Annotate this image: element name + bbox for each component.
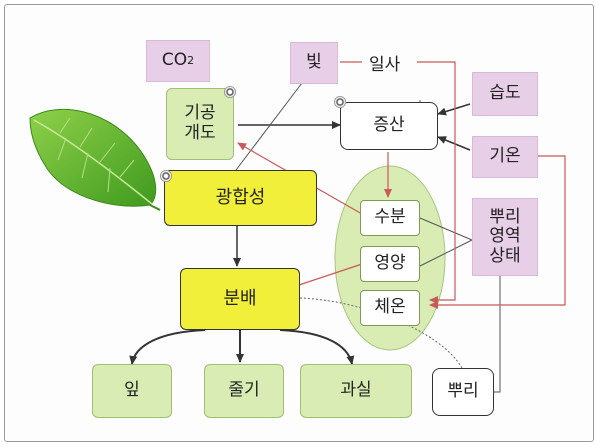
fruit-label: 과실 [340,380,372,401]
moisture-label: 수분 [374,207,406,228]
light-box: 빛 [290,42,338,84]
distribution-label: 분배 [223,287,257,309]
transpiration-marker-icon [334,96,346,108]
root-label: 뿌리 [447,381,479,402]
photosynthesis-box: 광합성 [164,170,317,226]
body-temp-label: 체온 [374,297,406,318]
transpiration-label: 증산 [373,115,405,136]
photosynthesis-label: 광합성 [215,186,266,208]
stem-label: 줄기 [228,380,260,401]
humidity-box: 습도 [472,72,538,116]
co2-subscript: 2 [187,53,195,67]
transpiration-box: 증산 [340,102,438,150]
stomata-box: 기공 개도 [166,88,234,160]
moisture-box: 수분 [360,200,420,236]
fruit-box: 과실 [300,364,412,418]
co2-label: CO [161,50,188,71]
root-zone-box: 뿌리 영역 상태 [472,198,538,276]
root-zone-label: 뿌리 영역 상태 [489,206,521,266]
root-box: 뿌리 [432,368,494,416]
stomata-marker-icon [224,86,236,98]
photosynthesis-marker-icon [160,170,172,182]
humidity-label: 습도 [489,83,521,104]
nutrition-box: 영양 [360,246,420,282]
temperature-box: 기온 [472,136,538,178]
distribution-box: 분배 [180,268,300,330]
body-temp-box: 체온 [360,290,420,326]
stomata-label: 기공 개도 [184,103,216,143]
nutrition-label: 영양 [374,253,406,274]
temperature-label: 기온 [489,146,521,167]
leaf-label: 잎 [124,380,140,401]
stem-box: 줄기 [204,364,284,418]
light-label: 빛 [306,52,322,73]
sunshine-label: 일사 [366,50,404,75]
leaf-illustration [29,108,161,211]
leaf-box: 잎 [92,364,172,418]
